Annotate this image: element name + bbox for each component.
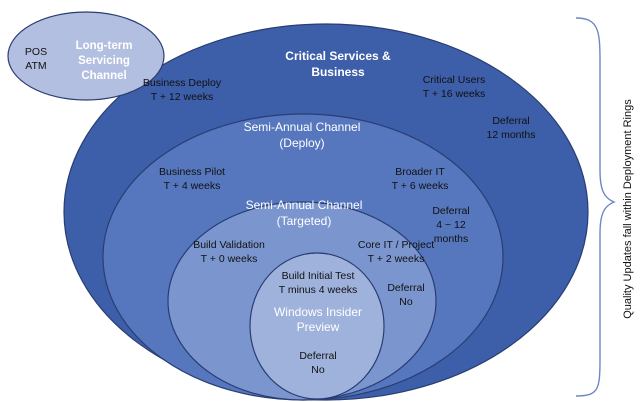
targeted-deferral-value: No	[399, 296, 413, 308]
core-it-timing: T + 2 weeks	[368, 253, 425, 265]
deploy-deferral-unit: months	[434, 233, 468, 245]
build-validation-timing: T + 0 weeks	[201, 253, 258, 265]
ltsc-title-line-2: Servicing	[78, 55, 130, 67]
broader-it-timing: T + 6 weeks	[392, 180, 449, 192]
ltsc-title-line-1: Long-term	[76, 40, 133, 52]
insider-deferral-label: Deferral	[299, 350, 336, 362]
business-deploy-timing: T + 12 weeks	[151, 91, 214, 103]
broader-it-label: Broader IT	[395, 166, 445, 178]
ltsc-atm-label: ATM	[25, 60, 46, 72]
deploy-deferral-label: Deferral	[432, 205, 469, 217]
insider-deferral-value: No	[311, 364, 325, 376]
critical-users-timing: T + 16 weeks	[423, 88, 486, 100]
critical-title-line-2: Business	[311, 65, 365, 79]
critical-deferral-label: Deferral	[492, 115, 529, 127]
insider-title-line-2: Preview	[297, 320, 340, 334]
ltsc-pos-label: POS	[25, 46, 47, 58]
business-deploy-label: Business Deploy	[143, 77, 222, 89]
build-initial-test-label: Build Initial Test	[282, 270, 355, 282]
deploy-title-line-1: Semi-Annual Channel	[244, 120, 361, 134]
business-pilot-timing: T + 4 weeks	[164, 180, 221, 192]
quality-updates-side-label: Quality Updates fall within Deployment R…	[622, 99, 634, 319]
targeted-deferral-label: Deferral	[387, 282, 424, 294]
critical-title-line-1: Critical Services &	[285, 49, 391, 63]
build-validation-label: Build Validation	[193, 239, 265, 251]
insider-title-line-1: Windows Insider	[274, 305, 362, 319]
build-initial-test-timing: T minus 4 weeks	[279, 284, 358, 296]
targeted-title-line-2: (Targeted)	[277, 214, 332, 228]
core-it-label: Core IT / Project	[358, 239, 434, 251]
ring-windows-insider	[249, 252, 385, 400]
deploy-deferral-range: 4 ~ 12	[436, 219, 466, 231]
deploy-title-line-2: (Deploy)	[279, 136, 324, 150]
business-pilot-label: Business Pilot	[159, 166, 225, 178]
targeted-title-line-1: Semi-Annual Channel	[246, 198, 363, 212]
ltsc-bubble	[7, 11, 165, 101]
critical-users-label: Critical Users	[423, 74, 485, 86]
critical-deferral-value: 12 months	[486, 129, 535, 141]
brace-shape	[575, 17, 616, 397]
ltsc-title-line-3: Channel	[81, 70, 126, 82]
